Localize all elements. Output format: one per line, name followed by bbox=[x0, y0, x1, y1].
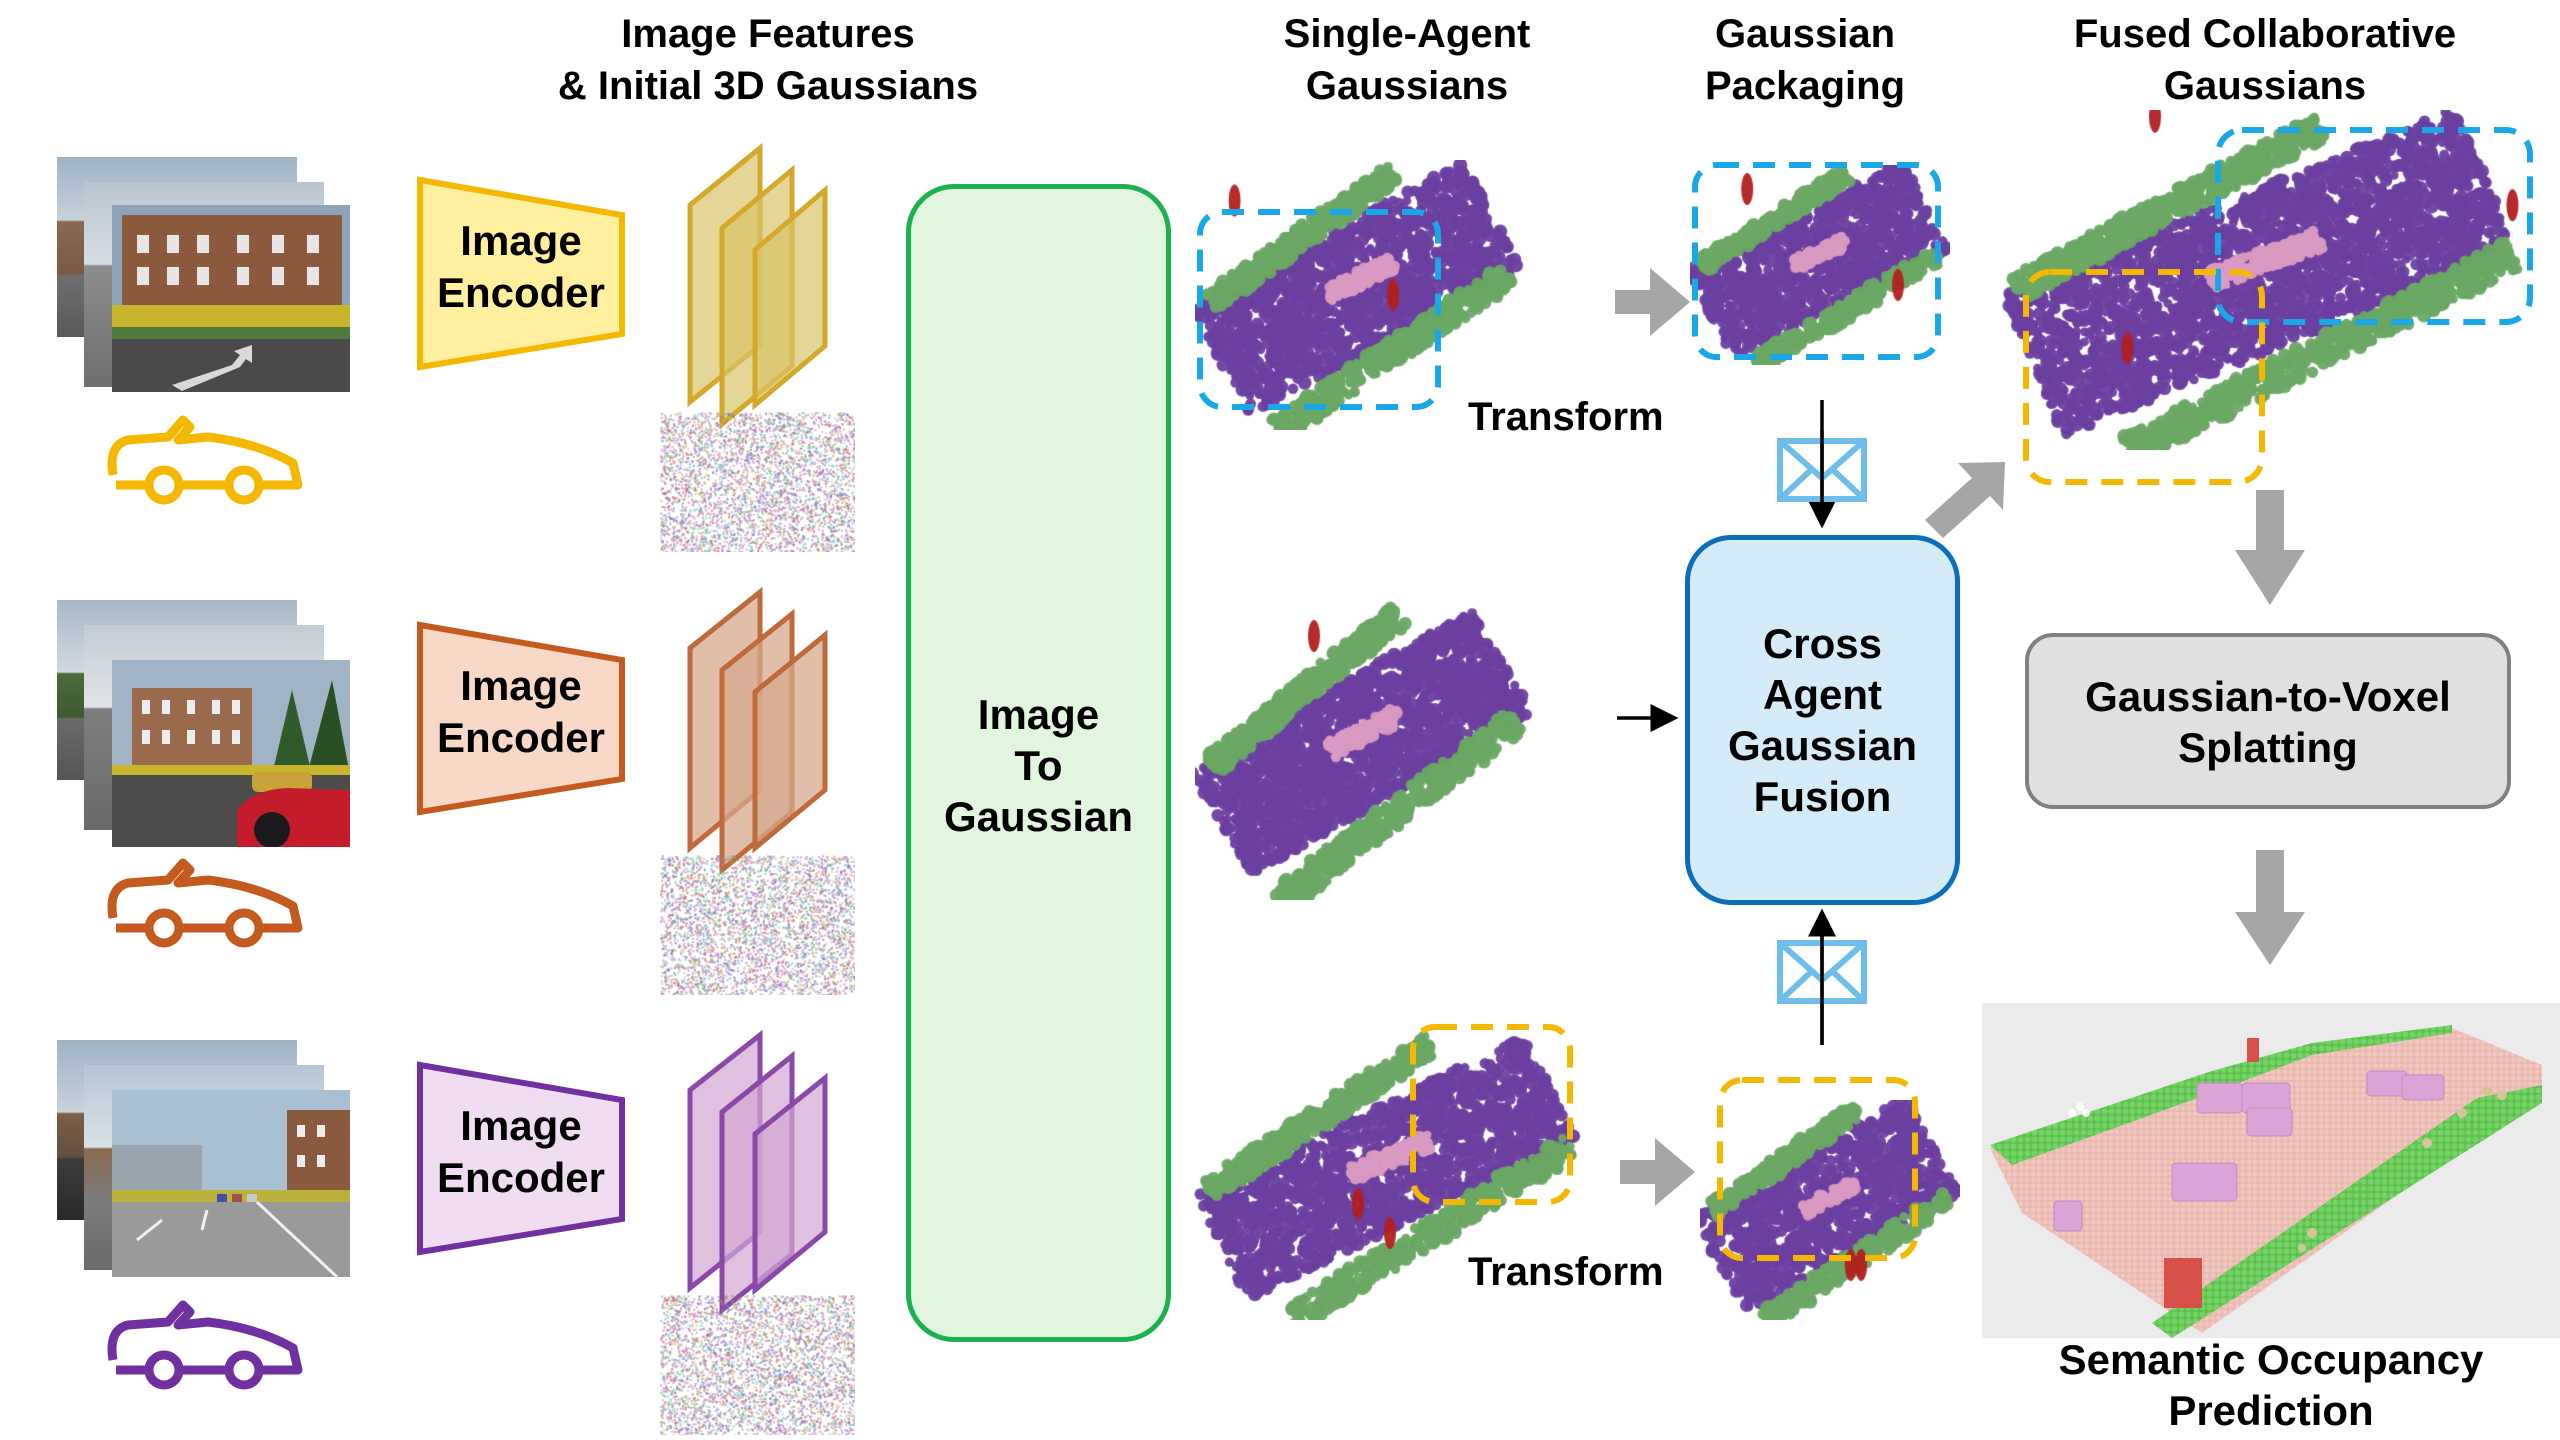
cross-agent-gaussian-fusion-block: Cross Agent Gaussian Fusion bbox=[1685, 535, 1960, 905]
title-line: Packaging bbox=[1704, 64, 1906, 108]
encoder-label: Image bbox=[460, 1102, 582, 1149]
title-fused-collaborative-gaussians: Fused Collaborative Gaussians bbox=[2074, 8, 2456, 112]
image-encoder-agent-3-shape bbox=[417, 1061, 625, 1256]
semantic-occupancy-prediction-label: Semantic Occupancy Prediction bbox=[1982, 1334, 2560, 1436]
title-line: Gaussians bbox=[1305, 64, 1509, 108]
title-gaussian-packaging: Gaussian Packaging bbox=[1705, 8, 1905, 112]
label-line: Prediction bbox=[2168, 1387, 2374, 1434]
dashed-box-yellow-fused bbox=[2023, 269, 2265, 485]
image-encoder-agent-2: Image Encoder bbox=[420, 660, 622, 764]
label-line: Image bbox=[977, 691, 1100, 738]
label-line: To bbox=[1014, 742, 1063, 789]
dashed-box-blue-packaged bbox=[1692, 162, 1941, 360]
car-icon-agent-1 bbox=[107, 415, 303, 505]
image-encoder-agent-1: Image Encoder bbox=[420, 215, 622, 319]
single-agent-gaussians-agent-3 bbox=[1190, 1030, 1590, 1320]
transform-label-agent-1: Transform bbox=[1468, 395, 1664, 439]
title-line: & Initial 3D Gaussians bbox=[557, 64, 979, 108]
image-encoder-agent-2-shape bbox=[417, 621, 625, 816]
image-to-gaussian-block: Image To Gaussian bbox=[906, 184, 1171, 1342]
single-agent-gaussians-agent-2 bbox=[1195, 600, 1535, 900]
label-line: Gaussian bbox=[1727, 722, 1918, 769]
car-icon-agent-2 bbox=[107, 858, 303, 948]
encoder-label: Encoder bbox=[436, 1154, 606, 1201]
feature-planes-agent-1 bbox=[687, 142, 828, 430]
title-line: Fused Collaborative bbox=[2073, 12, 2457, 56]
camera-image-front bbox=[112, 1090, 350, 1277]
street-scene-illustration bbox=[112, 205, 350, 392]
encoder-label: Encoder bbox=[436, 714, 606, 761]
dashed-box-yellow-packaged bbox=[1717, 1077, 1918, 1261]
label-line: Agent bbox=[1763, 671, 1882, 718]
single-agent-gaussians-agent-1 bbox=[1195, 160, 1525, 430]
camera-image-front bbox=[112, 660, 350, 847]
gray-arrow-transform-agent-3 bbox=[1620, 1138, 1695, 1206]
dashed-box-yellow-single bbox=[1410, 1024, 1573, 1205]
label-line: Gaussian-to-Voxel bbox=[2085, 673, 2451, 720]
gray-arrow-fusion-to-fused bbox=[1925, 462, 2005, 538]
feature-planes-agent-3 bbox=[687, 1029, 828, 1316]
semantic-occupancy-render bbox=[1982, 1003, 2560, 1338]
image-encoder-agent-3: Image Encoder bbox=[420, 1100, 622, 1204]
title-image-features: Image Features & Initial 3D Gaussians bbox=[558, 8, 978, 112]
title-single-agent-gaussians: Single-Agent Gaussians bbox=[1284, 8, 1531, 112]
title-line: Gaussian bbox=[1714, 12, 1896, 56]
label-line: Gaussian bbox=[943, 793, 1134, 840]
packaged-gaussians-agent-1 bbox=[1690, 165, 1950, 365]
car-icon-agent-3 bbox=[107, 1300, 303, 1390]
label-line: Splatting bbox=[2178, 724, 2358, 771]
cross-agent-fusion-label: Cross Agent Gaussian Fusion bbox=[1690, 618, 1955, 822]
title-line: Single-Agent bbox=[1283, 12, 1531, 56]
occupancy-voxel-scene bbox=[1990, 1025, 2542, 1338]
image-to-gaussian-label: Image To Gaussian bbox=[911, 689, 1166, 842]
initial-gaussians-noise-agent-1 bbox=[660, 412, 855, 552]
gray-arrow-transform-agent-1 bbox=[1615, 268, 1690, 336]
label-line: Semantic Occupancy bbox=[2058, 1336, 2484, 1383]
gray-arrow-splatting-to-occupancy bbox=[2235, 850, 2305, 965]
street-scene-illustration bbox=[112, 1090, 350, 1277]
encoder-label: Encoder bbox=[436, 269, 606, 316]
title-line: Image Features bbox=[621, 12, 915, 56]
transform-label-agent-3: Transform bbox=[1468, 1250, 1664, 1294]
initial-gaussians-noise-agent-2 bbox=[660, 855, 855, 995]
gaussian-to-voxel-label: Gaussian-to-Voxel Splatting bbox=[2029, 671, 2507, 773]
feature-planes-agent-2 bbox=[687, 586, 828, 876]
image-encoder-agent-1-shape bbox=[417, 176, 625, 371]
fused-collaborative-gaussians bbox=[1990, 110, 2540, 450]
gaussian-to-voxel-splatting-block: Gaussian-to-Voxel Splatting bbox=[2025, 633, 2511, 809]
gray-arrow-fused-to-splatting bbox=[2235, 490, 2305, 605]
initial-gaussians-noise-agent-3 bbox=[660, 1295, 855, 1435]
street-scene-illustration bbox=[112, 660, 350, 847]
camera-image-front bbox=[112, 205, 350, 392]
encoder-label: Image bbox=[460, 217, 582, 264]
dashed-box-blue-single bbox=[1197, 209, 1441, 410]
dashed-box-blue-fused bbox=[2215, 127, 2533, 325]
label-line: Cross bbox=[1762, 620, 1883, 667]
label-line: Fusion bbox=[1753, 773, 1892, 820]
encoder-label: Image bbox=[460, 662, 582, 709]
title-line: Gaussians bbox=[2163, 64, 2367, 108]
